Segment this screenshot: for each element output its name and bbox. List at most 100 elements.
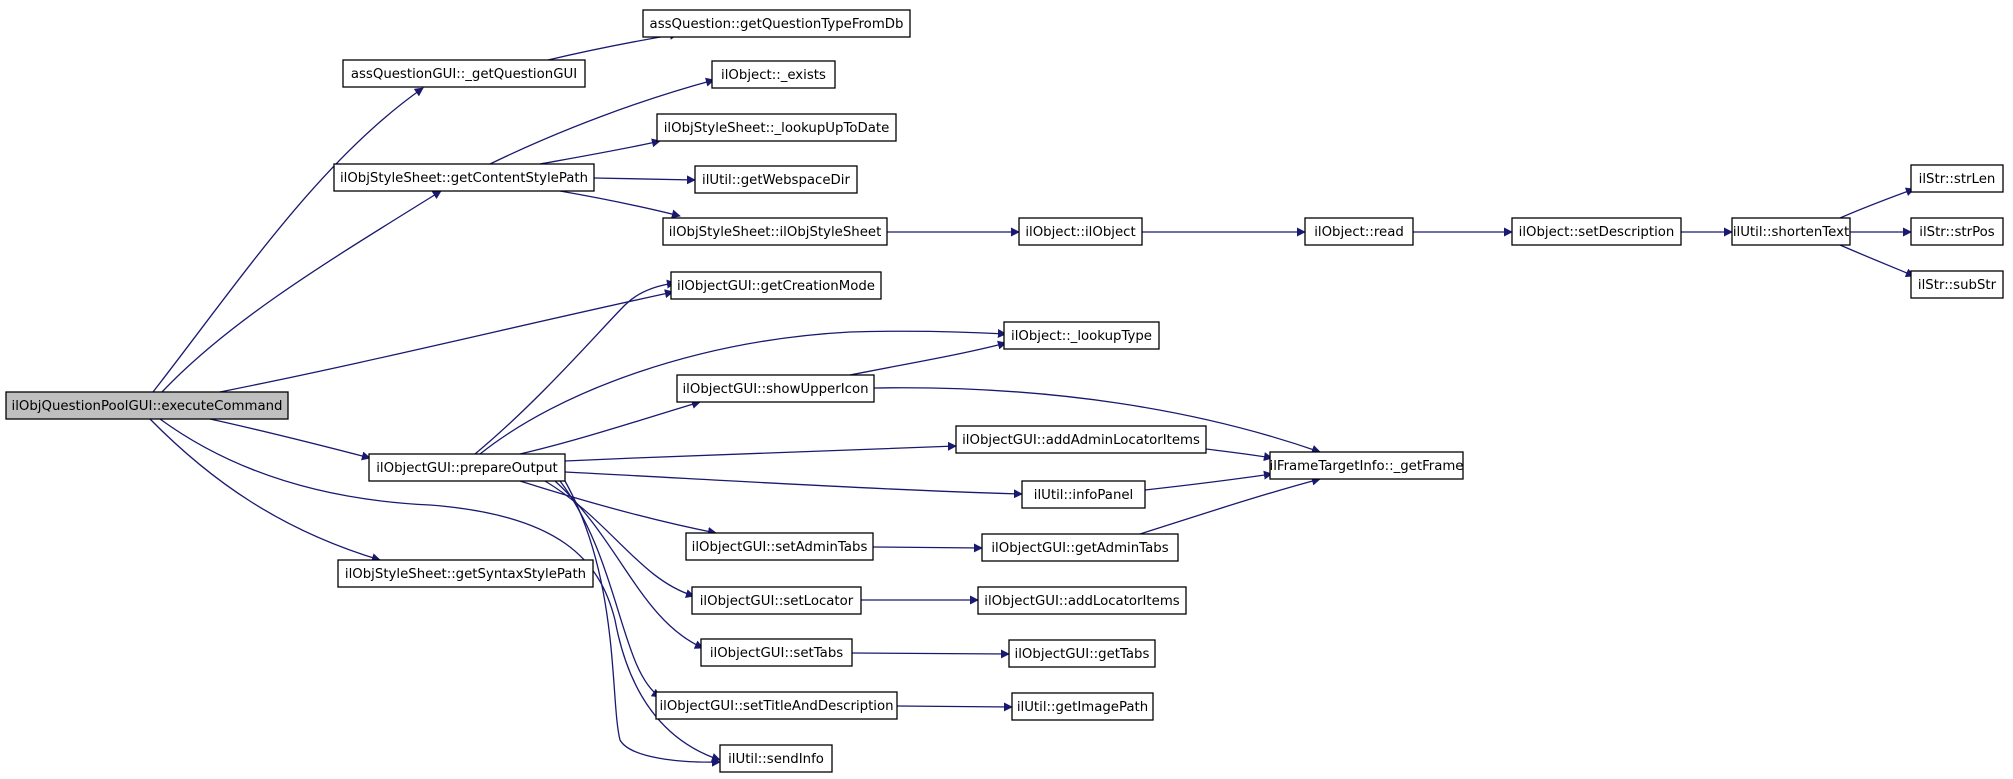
node-label: ilUtil::shortenText [1733,225,1849,240]
function-node[interactable]: ilObject::_lookupType [1003,321,1160,350]
nodes-layer: ilObjQuestionPoolGUI::executeCommand assQ… [5,9,2004,773]
node-box [676,374,875,403]
edge-n18-to-n25 [544,480,695,599]
function-node[interactable]: ilStr::subStr [1910,270,2004,299]
edge-n18-to-n27 [554,480,704,649]
node-label: ilObjStyleSheet::getSyntaxStylePath [345,567,586,582]
node-label: ilObjStyleSheet::ilObjStyleSheet [669,225,882,240]
node-box [1011,692,1154,721]
function-node[interactable]: ilFrameTargetInfo::_getFrame [1269,451,1464,480]
function-node[interactable]: ilUtil::getImagePath [1011,692,1154,721]
node-box [1008,639,1156,668]
function-node[interactable]: ilObjectGUI::showUpperIcon [676,374,875,403]
function-node[interactable]: ilObjStyleSheet::getSyntaxStylePath [337,559,594,588]
edge-n29-to-n30 [896,702,1013,712]
node-box [368,453,566,482]
node-label: ilObjQuestionPoolGUI::executeCommand [12,399,283,414]
node-label: ilObjectGUI::setTitleAndDescription [659,699,893,714]
node-box [662,217,888,246]
node-label: ilObjectGUI::setTabs [710,646,843,661]
edge-n0-to-n3 [161,190,442,393]
function-node[interactable]: ilObjectGUI::setLocator [691,586,862,615]
function-node[interactable]: assQuestionGUI::_getQuestionGUI [342,59,586,88]
node-box [5,391,289,420]
function-node[interactable]: ilObjStyleSheet::ilObjStyleSheet [662,217,888,246]
node-box [670,271,882,300]
node-label: assQuestion::getQuestionTypeFromDb [650,17,904,32]
node-box [333,163,595,192]
node-box [1731,217,1851,246]
node-label: ilObject::_exists [721,68,826,83]
edge-n17-to-n20 [873,387,1321,454]
node-label: ilObject::ilObject [1025,225,1135,240]
edge-n19-to-n20 [1205,448,1273,462]
function-node[interactable]: assQuestion::getQuestionTypeFromDb [642,9,911,38]
node-label: ilStr::strPos [1919,225,1995,240]
edge-n11-to-n14 [1839,244,1915,278]
function-node[interactable]: ilObjectGUI::setAdminTabs [685,532,874,561]
function-node[interactable]: ilObjectGUI::addAdminLocatorItems [955,425,1207,454]
node-box [700,638,853,667]
edge-n23-to-n20 [1139,476,1321,535]
node-box [1269,451,1464,480]
function-node[interactable]: ilObject::_exists [711,60,836,89]
node-label: ilObjectGUI::getAdminTabs [991,541,1168,556]
node-box [719,744,833,773]
node-label: ilObjectGUI::setAdminTabs [692,540,868,555]
node-box [337,559,594,588]
function-node[interactable]: ilObjectGUI::setTitleAndDescription [655,691,898,720]
node-label: ilObjectGUI::prepareOutput [376,461,558,476]
node-label: ilObject::_lookupType [1011,329,1152,344]
node-box [656,113,897,142]
function-node[interactable]: ilObjectGUI::getTabs [1008,639,1156,668]
function-node[interactable]: ilObject::ilObject [1018,217,1143,246]
node-box [694,165,858,194]
edge-n27-to-n28 [851,649,1010,659]
edge-n18-to-n19 [564,441,957,462]
edge-n3-to-n5 [539,138,661,165]
function-node[interactable]: ilUtil::infoPanel [1021,480,1146,509]
function-node[interactable]: ilObject::setDescription [1511,217,1682,246]
node-box [642,9,911,38]
edge-n18-to-n16 [479,329,1007,455]
node-label: ilObject::setDescription [1519,225,1675,240]
function-node[interactable]: ilObjectGUI::addLocatorItems [977,586,1187,615]
function-node[interactable]: ilObject::read [1304,217,1414,246]
node-box [691,586,862,615]
function-node[interactable]: ilObjectGUI::getAdminTabs [981,533,1179,562]
function-node[interactable]: ilObjectGUI::prepareOutput [368,453,566,482]
node-box [342,59,586,88]
node-label: ilObjectGUI::getCreationMode [677,279,875,294]
node-box [1910,164,2004,193]
node-label: ilObjStyleSheet::getContentStylePath [340,171,588,186]
edge-n0-to-n31 [159,418,721,762]
node-label: ilObjStyleSheet::_lookupUpToDate [664,121,890,136]
function-node[interactable]: ilStr::strLen [1910,164,2004,193]
function-node[interactable]: ilObjectGUI::getCreationMode [670,271,882,300]
node-label: ilObjectGUI::setLocator [700,594,854,609]
function-node[interactable]: ilStr::strPos [1910,217,2004,246]
edge-n17-to-n16 [849,340,1007,376]
node-box [1018,217,1143,246]
edge-n18-to-n22 [519,480,717,536]
edge-n0-to-n15 [219,289,674,393]
node-box [711,60,836,89]
node-label: ilUtil::sendInfo [728,752,824,767]
node-box [685,532,874,561]
function-node[interactable]: ilUtil::sendInfo [719,744,833,773]
node-label: ilObject::read [1314,225,1404,240]
function-node[interactable]: ilUtil::getWebspaceDir [694,165,858,194]
node-label: ilUtil::getImagePath [1017,700,1148,715]
function-node[interactable]: ilObjStyleSheet::_lookupUpToDate [656,113,897,142]
edge-n3-to-n7 [559,190,681,219]
root-function-node[interactable]: ilObjQuestionPoolGUI::executeCommand [5,391,289,420]
function-node[interactable]: ilObjStyleSheet::getContentStylePath [333,163,595,192]
node-label: assQuestionGUI::_getQuestionGUI [351,67,577,82]
edge-n18-to-n17 [519,400,701,455]
node-label: ilObjectGUI::addAdminLocatorItems [962,433,1200,448]
function-node[interactable]: ilUtil::shortenText [1731,217,1851,246]
edge-n18-to-n21 [564,471,1023,499]
function-node[interactable]: ilObjectGUI::setTabs [700,638,853,667]
edge-n18-to-n15 [474,279,676,455]
